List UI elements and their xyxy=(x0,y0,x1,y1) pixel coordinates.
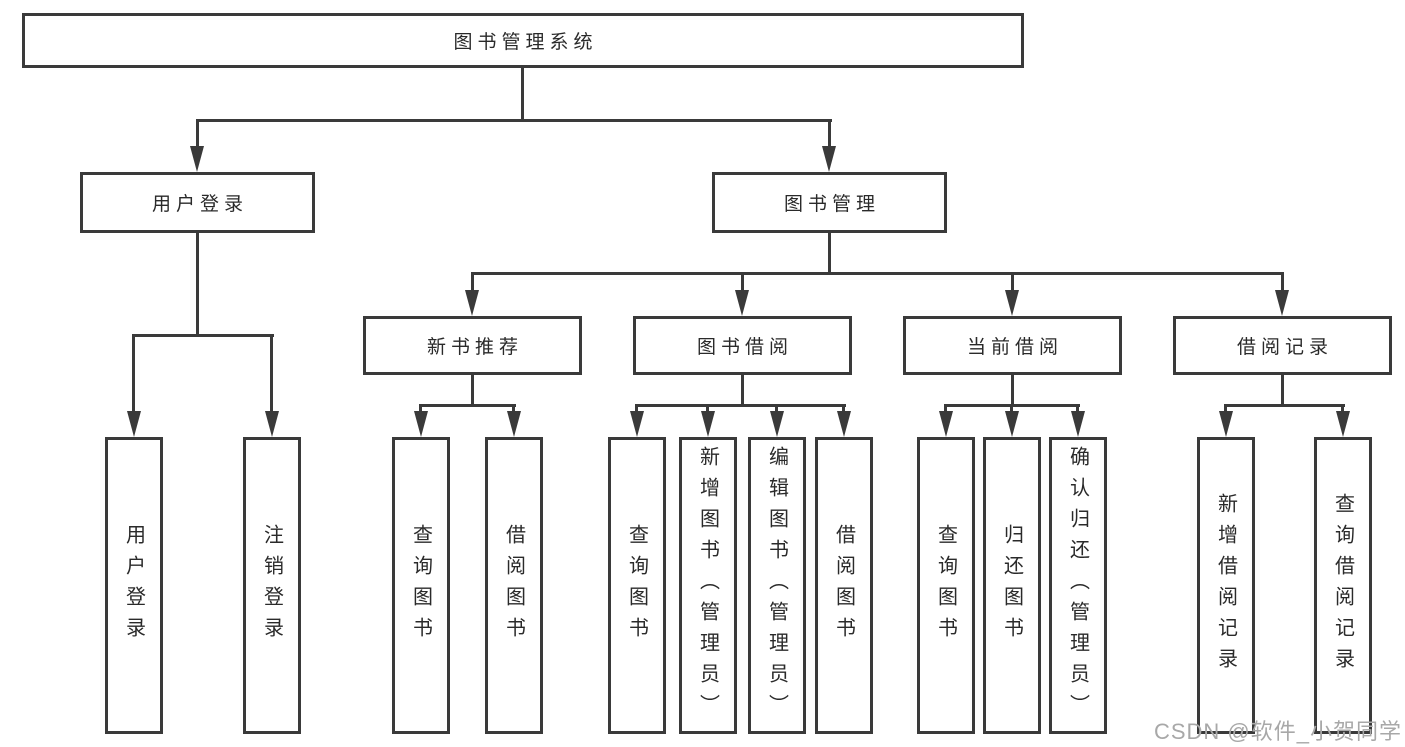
connector-line xyxy=(1281,375,1284,407)
connector-line xyxy=(1076,404,1079,413)
node-label: 归还图书 xyxy=(1000,523,1023,648)
leaf-query-books-recommend: 查询图书 xyxy=(392,437,450,734)
connector-line xyxy=(270,334,273,414)
connector-line xyxy=(196,119,199,148)
connector-arrow xyxy=(1275,290,1289,316)
leaf-return-books: 归还图书 xyxy=(983,437,1041,734)
connector-line xyxy=(521,68,524,121)
node-label: 新书推荐 xyxy=(426,337,523,358)
leaf-query-borrow-record: 查询借阅记录 xyxy=(1314,437,1372,734)
node-label: 查询图书 xyxy=(625,523,648,648)
connector-line xyxy=(132,334,274,337)
connector-line xyxy=(635,404,846,407)
connector-line xyxy=(1011,375,1014,407)
node-label: 用户登录 xyxy=(151,194,248,215)
connector-arrow xyxy=(507,411,521,437)
connector-line xyxy=(1010,404,1013,413)
node-label: 新增借阅记录 xyxy=(1214,492,1237,679)
connector-line xyxy=(706,404,709,413)
connector-line xyxy=(741,375,744,407)
node-root-library-system: 图书管理系统 xyxy=(22,13,1024,68)
node-book-management: 图书管理 xyxy=(712,172,947,233)
node-label: 查询借阅记录 xyxy=(1331,492,1354,679)
node-label: 当前借阅 xyxy=(966,337,1063,358)
connector-arrow xyxy=(265,411,279,437)
node-label: 查询图书 xyxy=(409,523,432,648)
connector-line xyxy=(512,404,515,413)
node-label: 借阅图书 xyxy=(502,523,525,648)
connector-line xyxy=(635,404,638,413)
connector-line xyxy=(419,404,516,407)
node-borrowing-records: 借阅记录 xyxy=(1173,316,1392,375)
connector-arrow xyxy=(127,411,141,437)
connector-line xyxy=(471,272,1284,275)
node-new-book-recommend: 新书推荐 xyxy=(363,316,582,375)
connector-arrow xyxy=(837,411,851,437)
leaf-query-books-current: 查询图书 xyxy=(917,437,975,734)
node-user-login: 用户登录 xyxy=(80,172,315,233)
node-label: 图书管理系统 xyxy=(453,32,598,53)
leaf-logout: 注销登录 xyxy=(243,437,301,734)
node-label: 图书管理 xyxy=(783,194,880,215)
leaf-user-login: 用户登录 xyxy=(105,437,163,734)
node-label: 借阅图书 xyxy=(832,523,855,648)
connector-line xyxy=(196,233,199,337)
leaf-borrow-books-recommend: 借阅图书 xyxy=(485,437,543,734)
connector-arrow xyxy=(735,290,749,316)
leaf-edit-books-admin: 编辑图书（管理员） xyxy=(748,437,806,734)
leaf-query-books-borrowing: 查询图书 xyxy=(608,437,666,734)
leaf-confirm-return-admin: 确认归还（管理员） xyxy=(1049,437,1107,734)
connector-line xyxy=(1011,272,1014,292)
leaf-add-borrow-record: 新增借阅记录 xyxy=(1197,437,1255,734)
connector-line xyxy=(741,272,744,292)
node-label: 图书借阅 xyxy=(696,337,793,358)
node-label: 借阅记录 xyxy=(1236,337,1333,358)
connector-line xyxy=(1281,272,1284,292)
connector-arrow xyxy=(1336,411,1350,437)
connector-arrow xyxy=(190,146,204,172)
leaf-add-books-admin: 新增图书（管理员） xyxy=(679,437,737,734)
connector-line xyxy=(842,404,845,413)
node-current-borrowing: 当前借阅 xyxy=(903,316,1122,375)
node-label: 查询图书 xyxy=(934,523,957,648)
csdn-watermark: CSDN @软件_小贺同学 xyxy=(1153,719,1402,744)
connector-line xyxy=(944,404,947,413)
node-label: 注销登录 xyxy=(260,523,283,648)
connector-arrow xyxy=(630,411,644,437)
connector-line xyxy=(828,233,831,275)
node-label: 确认归还（管理员） xyxy=(1066,446,1089,725)
connector-arrow xyxy=(465,290,479,316)
connector-line xyxy=(775,404,778,413)
connector-line xyxy=(1224,404,1345,407)
node-label: 新增图书（管理员） xyxy=(696,446,719,725)
connector-arrow xyxy=(1219,411,1233,437)
connector-line xyxy=(471,375,474,407)
connector-line xyxy=(471,272,474,292)
node-label: 编辑图书（管理员） xyxy=(765,446,788,725)
connector-line xyxy=(828,119,831,148)
connector-arrow xyxy=(939,411,953,437)
connector-arrow xyxy=(822,146,836,172)
connector-arrow xyxy=(770,411,784,437)
connector-line xyxy=(1341,404,1344,413)
connector-arrow xyxy=(1005,411,1019,437)
node-label: 用户登录 xyxy=(122,523,145,648)
connector-line xyxy=(419,404,422,413)
connector-line xyxy=(1224,404,1227,413)
leaf-borrow-books: 借阅图书 xyxy=(815,437,873,734)
connector-line xyxy=(132,334,135,414)
connector-arrow xyxy=(1005,290,1019,316)
connector-arrow xyxy=(701,411,715,437)
connector-line xyxy=(196,119,832,122)
connector-arrow xyxy=(1071,411,1085,437)
connector-arrow xyxy=(414,411,428,437)
node-book-borrowing: 图书借阅 xyxy=(633,316,852,375)
